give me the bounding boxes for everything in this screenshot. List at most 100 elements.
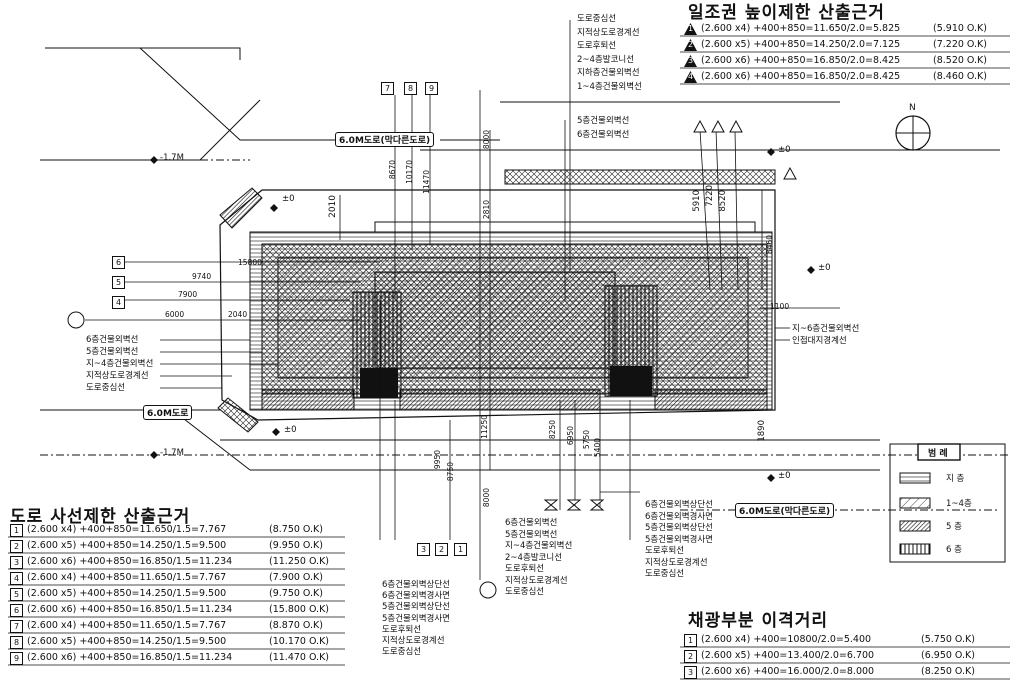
row-result: (6.950 O.K)	[921, 650, 975, 661]
lighting-panel-row: 3(2.600 x6) +400=16.000/2.0=8.000(8.250 …	[684, 666, 975, 679]
row-mark: 1	[684, 23, 697, 35]
dim-8750: 8750	[446, 462, 455, 482]
dim-8460: 8460	[765, 235, 774, 255]
row-result: (8.520 O.K)	[933, 55, 987, 66]
row-result: (10.170 O.K)	[269, 636, 330, 647]
dim-8520: 8520	[718, 190, 728, 212]
dim-7220: 7220	[705, 185, 715, 207]
leader-note: 5층건물외벽경사면	[382, 613, 450, 624]
leader-note: 인접대지경계선	[792, 336, 847, 346]
lighting-panel-row: 2 (2.600 x5) +400=13.400/2.0=6.700 (6.950 …	[684, 650, 975, 663]
row-result: (9.750 O.K)	[269, 588, 323, 599]
row-mark: 4	[684, 71, 697, 83]
road-panel-row: 9(2.600 x6) +400+850=16.850/1.5=11.234(1…	[10, 652, 329, 665]
road-label-bottom-right: 6.0M도로(막다른도로)	[735, 503, 835, 518]
leader-note: 6층건물외벽선	[577, 129, 630, 140]
dim-2040: 2040	[228, 310, 248, 319]
row-formula: (2.600 x5) +400=13.400/2.0=6.700	[701, 650, 875, 661]
road-panel-row: 6(2.600 x6) +400+850=16.850/1.5=11.234(1…	[10, 604, 329, 617]
dim-8000: 8000	[482, 130, 491, 150]
road-panel-row: 2 (2.600 x5) +400+850=14.250/1.5=9.500 (9.…	[10, 540, 323, 553]
row-formula: (2.600 x5) +400+850=14.250/2.0=7.125	[701, 39, 901, 50]
leader-note: 지~4층건물외벽선	[86, 359, 154, 369]
tag-9: 9	[425, 82, 438, 95]
leader-note: 도로후퇴선	[577, 41, 617, 51]
legend-item-floors-1-4: 1~4층	[946, 499, 972, 509]
leader-note: 6층건물외벽상단선	[645, 500, 713, 510]
row-mark: 2	[10, 540, 23, 553]
leader-note: 6층건물외벽선	[505, 518, 558, 528]
row-mark: 2	[684, 650, 697, 663]
sunlight-panel-row: 2(2.600 x5) +400+850=14.250/2.0=7.125(7.…	[684, 39, 987, 51]
row-mark: 4	[10, 572, 23, 585]
leader-note: 도로중심선	[382, 647, 422, 658]
legend-item-basement: 지 층	[946, 474, 965, 484]
leader-note: 5층건물외벽상단선	[645, 523, 713, 533]
dim-8000b: 8000	[482, 488, 491, 508]
leader-note: 5층건물외벽선	[577, 116, 630, 126]
leader-note: 5층건물외벽선	[505, 529, 558, 540]
row-result: (8.460 O.K)	[933, 71, 987, 82]
level-zero-2: ±0	[778, 145, 791, 155]
leader-note: 5층건물외벽선	[86, 347, 139, 357]
row-formula: (2.600 x5) +400+850=14.250/1.5=9.500	[27, 540, 227, 551]
dim-2010: 2010	[328, 195, 338, 218]
row-result: (8.750 O.K)	[269, 524, 323, 535]
row-mark: 2	[684, 39, 697, 51]
leader-note: 지적상도로경계선	[86, 371, 149, 381]
lighting-panel-row: 1 (2.600 x4) +400=10800/2.0=5.400 (5.750 O…	[684, 634, 975, 647]
stair-core-right-dark	[610, 366, 652, 396]
row-result: (9.950 O.K)	[269, 540, 323, 551]
dim-5400: 5400	[593, 438, 602, 458]
leader-note: 지적상도로경계선	[645, 557, 708, 568]
top-road-strip	[504, 169, 776, 185]
row-formula: (2.600 x5) +400+850=14.250/1.5=9.500	[27, 588, 227, 599]
legend-item-floor-5: 5 층	[946, 522, 962, 532]
sunlight-panel-row: 1 (2.600 x4) +400+850=11.650/2.0=5.825 (5.…	[684, 23, 987, 35]
row-mark: 5	[10, 588, 23, 601]
legend-item-floor-6: 6 층	[946, 545, 962, 555]
row-formula: (2.600 x5) +400+850=14.250/1.5=9.500	[27, 636, 227, 647]
road-boundaries	[40, 47, 1010, 511]
row-result: (5.910 O.K)	[933, 23, 987, 34]
row-mark: 1	[684, 634, 697, 647]
tag-5: 5	[112, 276, 125, 289]
level-zero-3: ±0	[818, 263, 831, 273]
dim-9740: 9740	[192, 272, 212, 281]
row-result: (5.750 O.K)	[921, 634, 975, 645]
road-panel-row: 3(2.600 x6) +400+850=16.850/1.5=11.234(1…	[10, 556, 329, 569]
row-result: (8.870 O.K)	[269, 620, 323, 631]
leader-note: 6층건물외벽상단선	[382, 580, 450, 590]
tag-4: 4	[112, 296, 125, 309]
floor-6	[374, 271, 616, 369]
tag-6: 6	[112, 256, 125, 269]
road-panel-row: 4(2.600 x4) +400+850=11.650/1.5=7.767(7.…	[10, 572, 323, 585]
leader-note: 5층건물외벽상단선	[382, 602, 450, 613]
sunlight-panel-row: 4(2.600 x6) +400+850=16.850/2.0=8.425(8.…	[684, 71, 987, 83]
row-formula: (2.600 x4) +400=10800/2.0=5.400	[701, 634, 872, 645]
level-zero-1: ±0	[282, 194, 295, 204]
level-label-a: -1.7M	[160, 153, 184, 163]
north-arrow-icon	[895, 115, 931, 151]
dim-15800: 15800	[238, 258, 262, 267]
dim-7900: 7900	[178, 290, 198, 299]
dim-11250: 11250	[480, 415, 489, 439]
road-label-bottom-left: 6.0M도로	[143, 405, 193, 420]
row-formula: (2.600 x4) +400+850=11.650/2.0=5.825	[701, 23, 901, 34]
leader-note: 1~4층건물외벽선	[577, 81, 642, 92]
leader-note: 지적상도로경계선	[577, 27, 640, 38]
leader-note: 6층건물외벽경사면	[645, 511, 713, 522]
level-zero-5: ±0	[778, 471, 791, 481]
dim-6000: 6000	[165, 310, 185, 319]
row-result: (7.900 O.K)	[269, 572, 323, 583]
dim-1100: 1100	[770, 302, 790, 311]
row-result: (11.250 O.K)	[269, 556, 330, 567]
road-panel-row: 7(2.600 x4) +400+850=11.650/1.5=7.767(8.…	[10, 620, 323, 633]
north-label: N	[909, 103, 916, 113]
row-formula: (2.600 x4) +400+850=11.650/1.5=7.767	[27, 620, 227, 631]
row-formula: (2.600 x6) +400+850=16.850/2.0=8.425	[701, 55, 901, 66]
leader-note: 도로후퇴선	[645, 546, 685, 556]
row-mark: 1	[10, 524, 23, 537]
row-mark: 3	[684, 55, 697, 67]
leader-note: 도로후퇴선	[382, 624, 422, 635]
